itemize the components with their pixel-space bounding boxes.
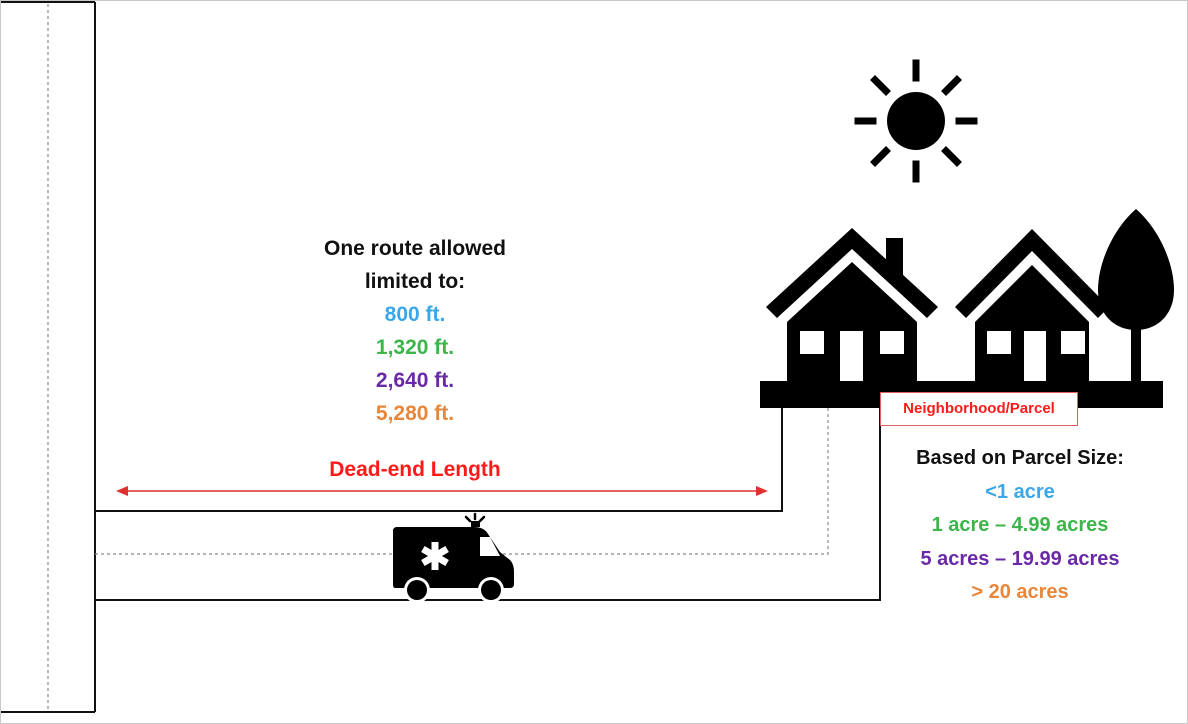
dead-end-road-top-edge — [95, 408, 783, 512]
house-icon — [766, 228, 938, 381]
parcel-size-text: Based on Parcel Size: <1 acre 1 acre – 4… — [880, 442, 1160, 610]
dead-end-length-arrow — [116, 486, 768, 496]
dead-end-road — [95, 408, 881, 601]
route-heading-line1: One route allowed — [323, 237, 507, 260]
parcel-size-item: <1 acre — [985, 480, 1055, 503]
route-length-item: 2,640 ft. — [375, 369, 455, 392]
main-road — [1, 1, 96, 713]
parcel-size-item: 1 acre – 4.99 acres — [931, 514, 1109, 536]
parcel-size-item: > 20 acres — [971, 581, 1069, 603]
tree-icon — [1098, 209, 1174, 385]
dead-end-road-centerline — [95, 408, 829, 555]
ambulance-icon — [393, 512, 514, 603]
route-heading-line2: limited to: — [364, 270, 466, 293]
dead-end-road-bottom-edge — [95, 408, 881, 601]
parcel-size-item: 5 acres – 19.99 acres — [920, 547, 1120, 570]
route-length-item: 1,320 ft. — [375, 336, 455, 359]
dead-end-length-label: Dead-end Length — [329, 458, 501, 481]
route-limit-text: One route allowed limited to: 800 ft. 1,… — [300, 232, 530, 430]
route-length-item: 5,280 ft. — [375, 402, 455, 425]
route-length-item: 800 ft. — [384, 303, 446, 326]
sun-icon — [854, 59, 978, 183]
house-icon — [955, 229, 1109, 381]
parcel-heading: Based on Parcel Size: — [916, 447, 1124, 469]
neighborhood-parcel-label: Neighborhood/Parcel — [880, 392, 1078, 426]
neighborhood-illustration — [760, 209, 1174, 408]
